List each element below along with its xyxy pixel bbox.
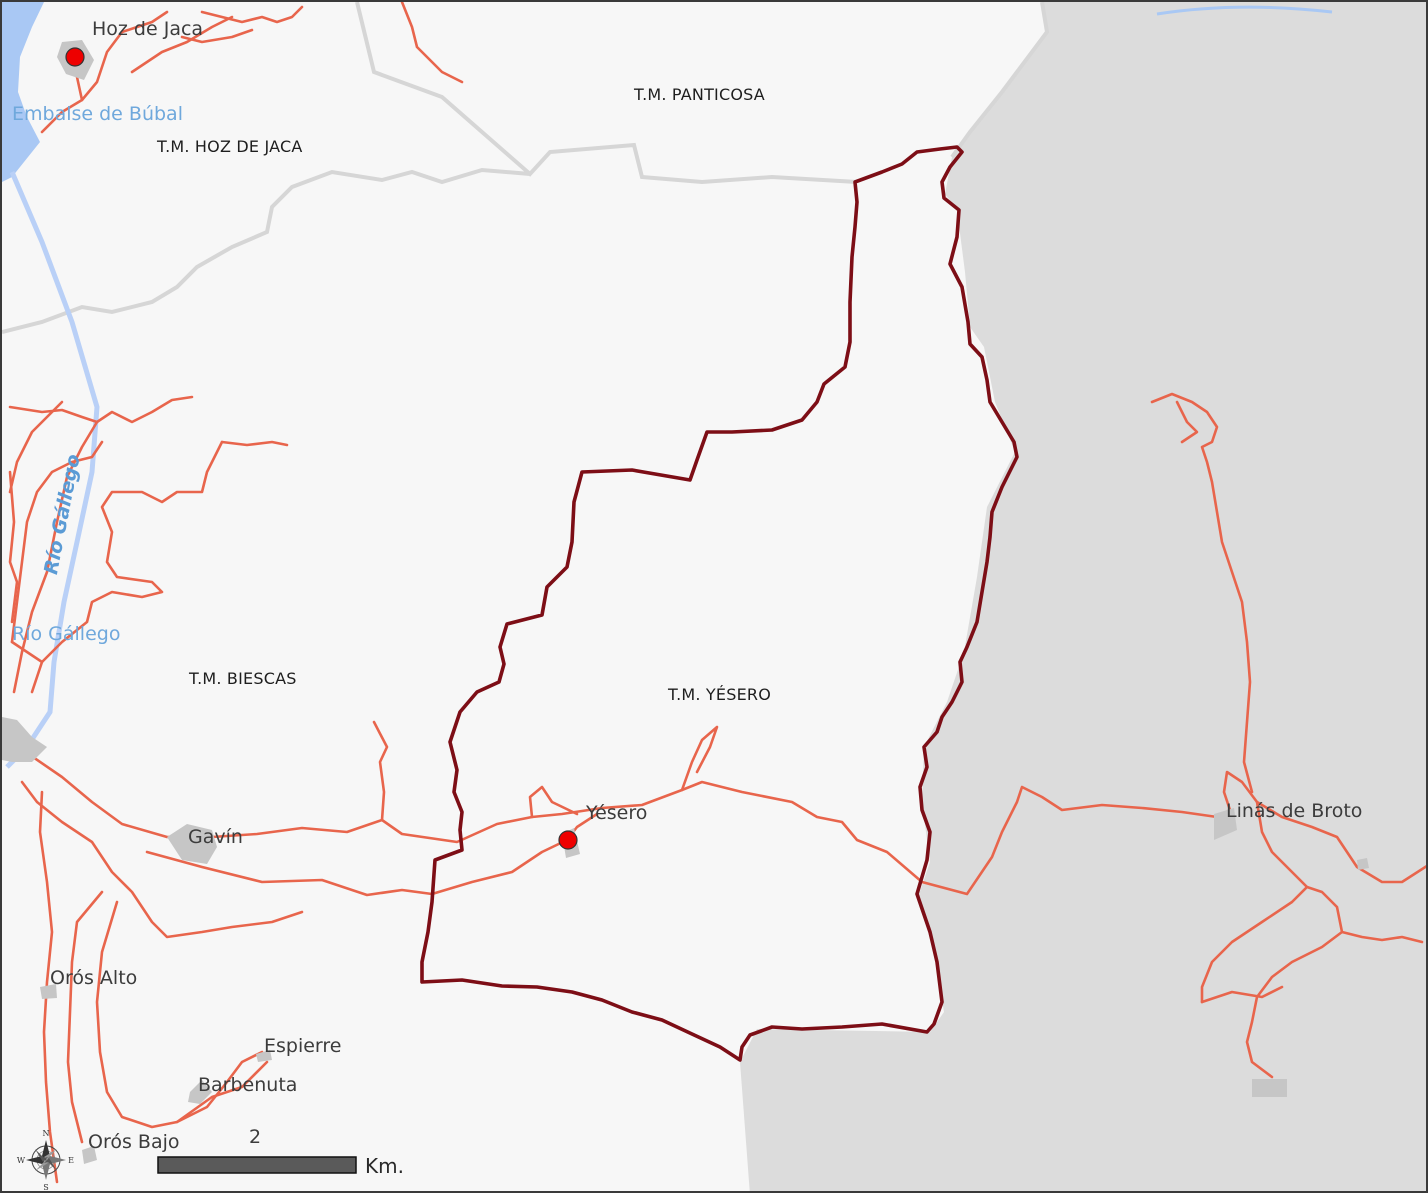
municipality-label-hoz-de-jaca[interactable]: T.M. HOZ DE JACA [157, 137, 303, 156]
yesero-boundary[interactable] [420, 145, 1019, 1062]
neighbor-area [740, 2, 1426, 1191]
compass-west: W [17, 1156, 26, 1165]
municipal-borders [2, 2, 1050, 334]
town-label-yesero[interactable]: Yésero [586, 802, 648, 824]
settlement-west-edge [2, 717, 47, 762]
settlement-espierre [256, 1050, 272, 1062]
town-label-hoz-de-jaca[interactable]: Hoz de Jaca [92, 18, 204, 40]
river-label-horizontal[interactable]: Río Gállego [12, 623, 121, 645]
reservoir-north [1156, 5, 1333, 16]
compass-north: N [43, 1129, 50, 1138]
scale-bar-unit: Km. [365, 1154, 404, 1178]
reservoir [2, 2, 44, 182]
roads [8, 2, 1426, 1184]
settlement-gavin [167, 824, 217, 864]
town-label-oros-bajo[interactable]: Orós Bajo [88, 1131, 180, 1153]
town-label-gavin[interactable]: Gavín [188, 826, 243, 848]
scale-bar-value: 2 [249, 1126, 262, 1148]
town-label-barbenuta[interactable]: Barbenuta [198, 1074, 298, 1096]
town-label-linas-de-broto[interactable]: Linás de Broto [1226, 800, 1363, 822]
river-line [5, 171, 100, 769]
settlement-linas [1214, 808, 1237, 840]
town-label-oros-alto[interactable]: Orós Alto [50, 967, 138, 989]
compass-south: S [43, 1183, 48, 1192]
settlement-southeast [1252, 1079, 1287, 1097]
settlement-east-small [1357, 858, 1369, 870]
red-dot-icon[interactable] [65, 47, 85, 67]
municipality-label-yesero[interactable]: T.M. YÉSERO [668, 685, 771, 704]
municipality-label-biescas[interactable]: T.M. BIESCAS [189, 669, 297, 688]
settlement-barbenuta [188, 1080, 212, 1104]
settlement-oros-alto [40, 984, 57, 999]
settlement-oros-bajo [82, 1146, 97, 1164]
red-dot-icon[interactable] [558, 830, 578, 850]
town-label-espierre[interactable]: Espierre [264, 1035, 342, 1057]
reservoir-label[interactable]: Embalse de Búbal [12, 103, 183, 125]
municipality-label-panticosa[interactable]: T.M. PANTICOSA [634, 85, 765, 104]
compass-east: E [68, 1156, 74, 1165]
compass-rose-icon: N S E W [17, 1129, 74, 1192]
scale-bar [157, 1156, 357, 1174]
